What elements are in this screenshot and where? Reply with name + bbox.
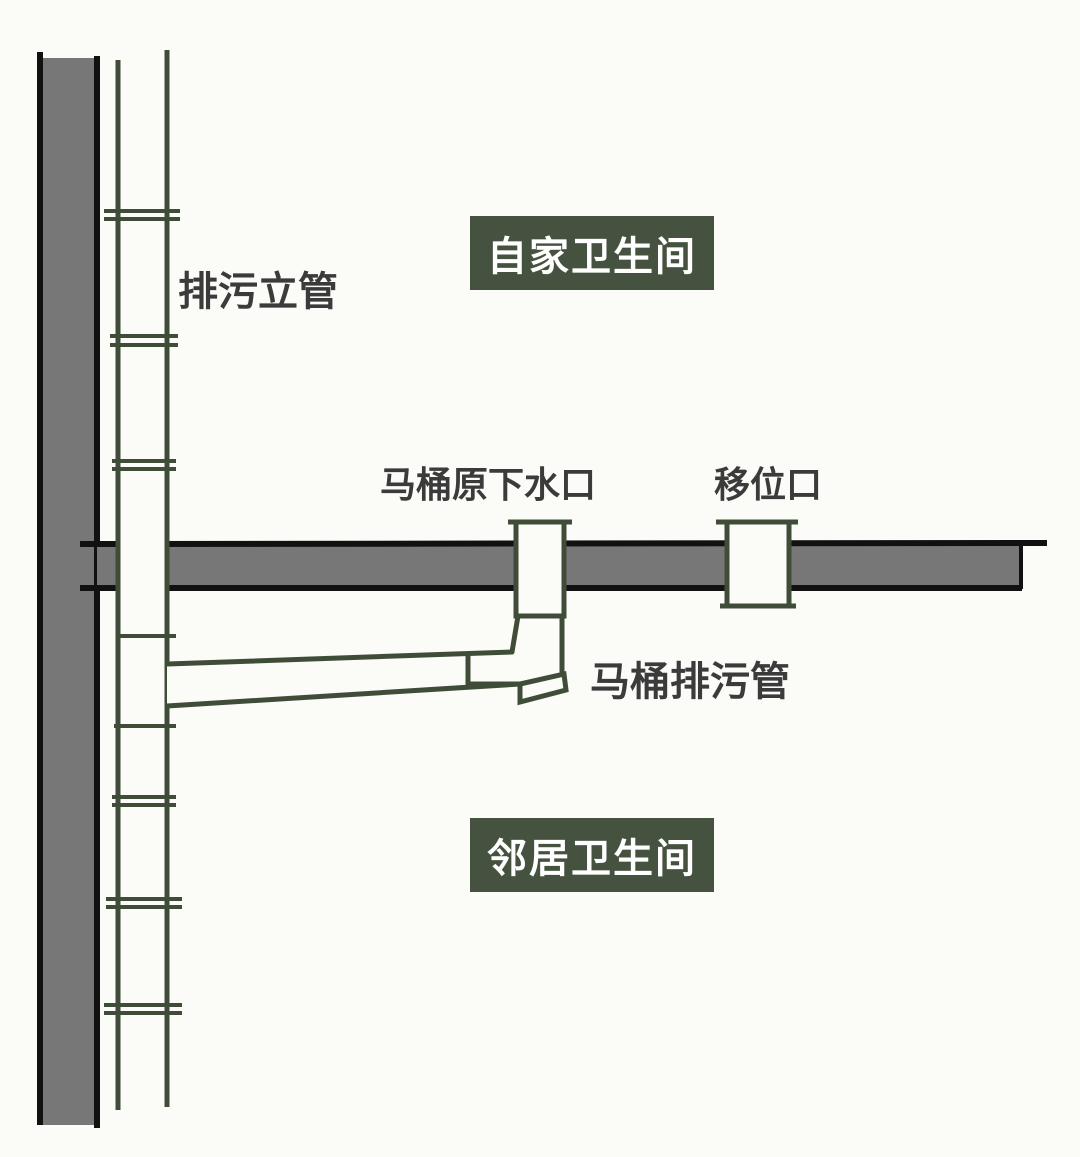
toilet-drain-pipe-fill bbox=[167, 652, 522, 706]
own-bathroom-tag: 自家卫生间 bbox=[470, 216, 714, 290]
toilet-drain-pipe bbox=[164, 613, 569, 709]
original-outlet-sleeve bbox=[508, 519, 572, 619]
original-outlet-label: 马桶原下水口 bbox=[380, 465, 597, 506]
drain-stack-body bbox=[118, 60, 167, 1110]
toilet-drain-label: 马桶排污管 bbox=[590, 659, 790, 705]
shifted-outlet-label: 移位口 bbox=[714, 465, 823, 506]
neighbor-bathroom-tag: 邻居卫生间 bbox=[470, 818, 714, 892]
vertical-wall bbox=[40, 58, 97, 1125]
drain-stack-label: 排污立管 bbox=[178, 269, 338, 315]
drain-elbow-outer bbox=[509, 613, 521, 655]
shifted-outlet-sleeve bbox=[716, 519, 798, 609]
drain-pipe-bottom-line bbox=[164, 681, 523, 709]
pipe-clamps bbox=[104, 209, 182, 1015]
drain-pipe-top-line bbox=[164, 649, 515, 667]
drain-elbow-cap bbox=[517, 670, 569, 706]
